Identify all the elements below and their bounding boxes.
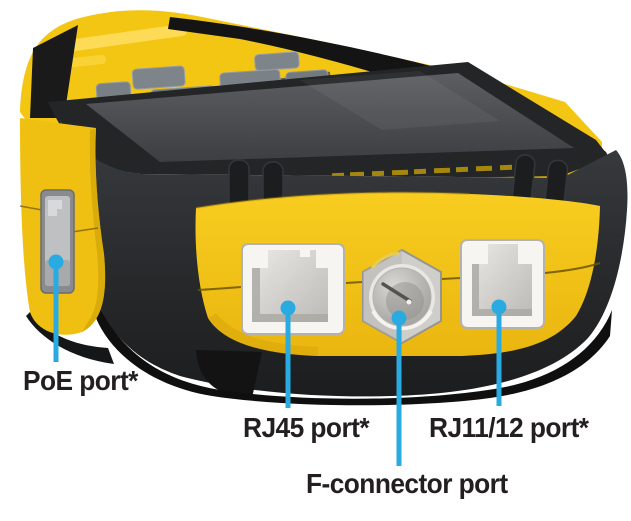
f-connector-slot [381, 282, 412, 303]
callout-dot-fconnector [391, 310, 407, 326]
rj45-port-label: RJ45 port* [243, 412, 370, 443]
f-connector-port-label: F-connector port [306, 468, 508, 499]
panel-seam-line [197, 262, 601, 291]
rj45-jack-cavity [252, 250, 328, 322]
rj11-cavity-shadow [472, 264, 532, 316]
left-face-shading [82, 128, 106, 332]
screen-reflection [300, 71, 500, 130]
rj11-jack-cavity [472, 244, 532, 316]
rj45-port-graphic [241, 243, 345, 335]
panel-top-edge [195, 191, 471, 209]
housing-shadow-left [30, 25, 78, 118]
left-side-face [19, 118, 114, 364]
left-face-seam [19, 205, 99, 233]
housing-shadow-right [168, 17, 613, 167]
poe-port-label: PoE port* [23, 365, 138, 396]
f-connector-rim-highlight [371, 309, 433, 331]
f-connector-graphic [362, 248, 442, 345]
button-5 [254, 51, 300, 72]
left-face-under-shadow [26, 312, 114, 364]
display-screen [86, 73, 574, 162]
poe-jack-tab [48, 200, 62, 216]
button-2 [131, 65, 186, 90]
rj11-port-label: RJ11/12 port* [429, 412, 589, 443]
f-connector-pin [406, 299, 412, 305]
rj11-port-graphic [460, 239, 545, 329]
callout-dot-rj11 [491, 299, 507, 315]
callouts [48, 254, 507, 466]
rj45-cavity-shadow [252, 268, 328, 322]
callout-dot-poe [48, 254, 64, 270]
callout-dot-rj45 [280, 300, 296, 316]
f-connector-glint [370, 251, 400, 269]
housing-highlight [62, 24, 188, 52]
bottom-foot [196, 350, 262, 398]
